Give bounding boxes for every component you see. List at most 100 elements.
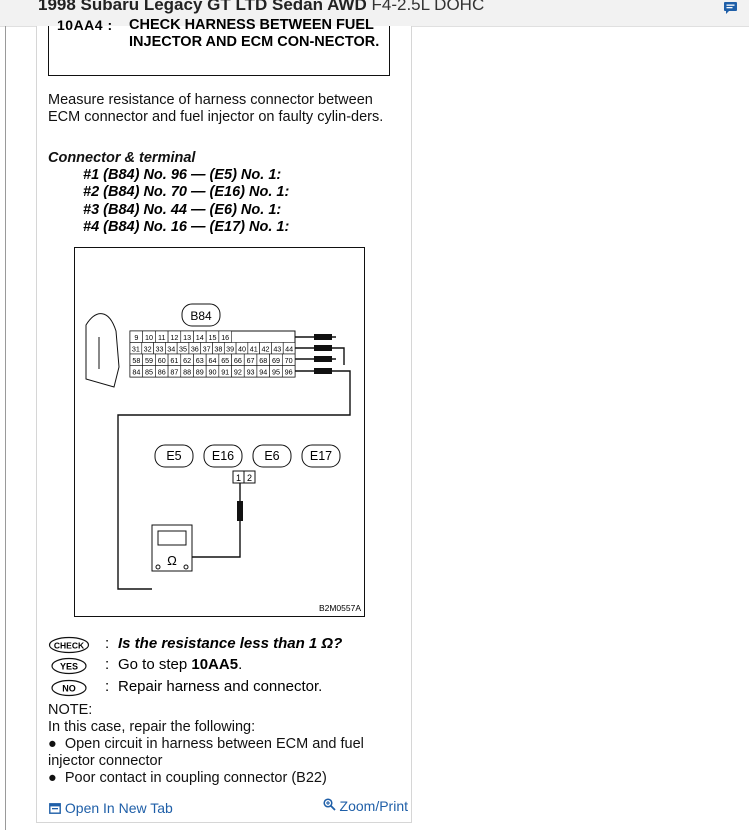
separator: : [105,678,110,695]
connector-line: #3 (B84) No. 44 — (E6) No. 1: [83,202,282,218]
page-divider [5,26,6,830]
injector-label: E5 [166,449,181,463]
pin-number: 11 [158,333,165,342]
injector-pin-1: 1 [236,473,241,483]
yes-step-link: 10AA5 [191,656,239,673]
pin-number: 35 [179,345,187,354]
pin-number: 69 [272,356,280,365]
pin-number: 84 [132,368,140,377]
separator: : [105,656,110,673]
injector-label: E6 [264,449,279,463]
pin-number: 15 [209,333,217,342]
pin-number: 65 [221,356,229,365]
pin-number: 12 [170,333,178,342]
injector-label-oval [252,444,292,468]
pin-number: 87 [170,368,178,377]
pin-number: 43 [273,345,281,354]
injector-label-oval [154,444,194,468]
pin-number: 9 [134,333,138,342]
no-badge-label: NO [62,684,76,694]
pin-number: 10 [145,333,153,342]
note-bullet: ● Open circuit in harness between ECM an… [48,736,364,769]
pin-number: 58 [132,356,140,365]
pin-number: 86 [158,368,166,377]
open-in-new-tab-link[interactable]: Open In New Tab [49,800,173,816]
injector-label: E16 [212,449,234,463]
open-in-new-tab-label: Open In New Tab [64,800,173,816]
step-box: 10AA4 : CHECK HARNESS BETWEEN FUEL INJEC… [48,17,390,76]
note-bullet-text: Open circuit in harness between ECM and … [48,736,364,769]
yes-action: Go to step 10AA5. [118,656,242,673]
pin-number: 16 [221,333,229,342]
pin-number: 62 [183,356,191,365]
manual-page-card: 10AA4 : CHECK HARNESS BETWEEN FUEL INJEC… [36,17,413,823]
check-badge-label: CHECK [54,641,85,651]
yes-badge-label: YES [60,662,78,672]
pin-number: 41 [250,345,258,354]
pin-number: 33 [155,345,163,354]
pin-number: 42 [262,345,270,354]
pin-number: 60 [158,356,166,365]
separator: : [105,635,110,652]
injector-pin-2: 2 [247,473,252,483]
no-badge: NO [51,679,87,697]
pin-number: 95 [272,368,280,377]
pin-number: 37 [203,345,211,354]
pin-number: 36 [191,345,199,354]
figure-code: B2M0557A [319,603,361,613]
vehicle-title: 1998 Subaru Legacy GT LTD Sedan AWD [38,0,367,14]
pin-number: 44 [285,345,293,354]
pin-number: 39 [226,345,234,354]
pin-number: 85 [145,368,153,377]
pin-number: 61 [170,356,178,365]
injector-label: E17 [310,449,332,463]
note-block: NOTE: In this case, repair the following… [48,702,408,787]
note-intro: In this case, repair the following: [48,719,256,735]
no-action: Repair harness and connector. [118,678,323,695]
pin-number: 59 [145,356,153,365]
engine-label: F4-2.5L DOHC [371,0,485,14]
injector-labels: E5 E16 E6 E17 [154,444,341,468]
pin-number: 68 [259,356,267,365]
pin-number: 38 [214,345,222,354]
zoom-print-link[interactable]: Zoom/Print [323,798,408,814]
connector-line: #4 (B84) No. 16 — (E17) No. 1: [83,219,290,235]
page-title: 1998 Subaru Legacy GT LTD Sedan AWD F4-2… [38,0,484,15]
injector-label-oval [301,444,341,468]
pin-number: 63 [196,356,204,365]
note-bullet-text: Poor contact in coupling connector (B22) [64,770,327,786]
note-heading: NOTE: [48,702,93,718]
pin-number: 70 [285,356,293,365]
pin-number: 32 [144,345,152,354]
pin-number: 66 [234,356,242,365]
measure-instruction: Measure resistance of harness connector … [48,92,384,125]
zoom-print-label: Zoom/Print [339,798,408,814]
pin-number: 31 [132,345,140,354]
check-badge: CHECK [48,636,90,654]
step-heading: CHECK HARNESS BETWEEN FUEL INJECTOR AND … [129,17,380,50]
pin-number: 96 [285,368,293,377]
title-bar: 1998 Subaru Legacy GT LTD Sedan AWD F4-2… [0,0,749,27]
yes-badge: YES [51,657,87,675]
pin-number: 40 [238,345,246,354]
connector-terminal-heading: Connector & terminal [48,150,196,166]
pin-number: 34 [167,345,175,354]
connector-line: #1 (B84) No. 96 — (E5) No. 1: [83,167,282,183]
pin-number: 92 [234,368,242,377]
pin-number: 91 [221,368,229,377]
check-question: Is the resistance less than 1 Ω? [118,635,342,652]
injector-label-oval [203,444,243,468]
pin-number: 94 [259,368,267,377]
pin-number: 14 [196,333,204,342]
note-bullet: ● Poor contact in coupling connector (B2… [48,770,327,786]
pin-number: 89 [196,368,204,377]
chat-icon[interactable] [723,1,739,15]
card-footer: Open In New Tab Zoom/Print [37,796,413,822]
yes-action-prefix: Go to step [118,656,192,673]
connector-line: #2 (B84) No. 70 — (E16) No. 1: [83,184,290,200]
ohm-symbol: Ω [167,553,177,568]
pin-number: 64 [209,356,217,365]
check-question-text: Is the resistance less than 1 Ω? [118,635,343,652]
